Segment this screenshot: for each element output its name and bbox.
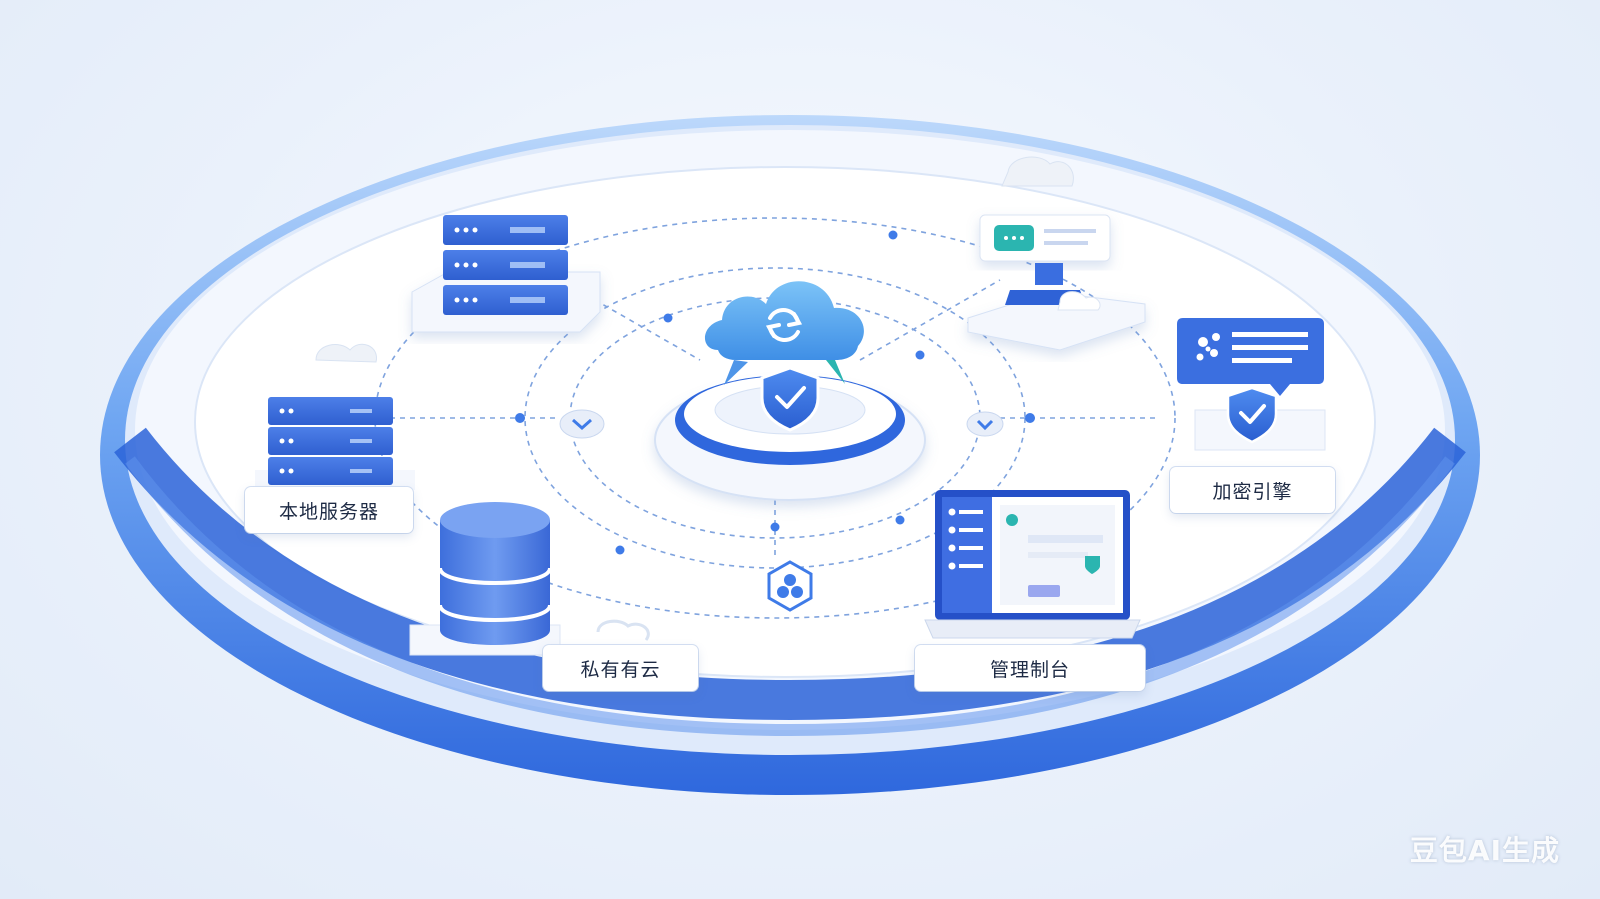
laptop-console-icon	[924, 490, 1141, 639]
chevron-down-icon	[559, 409, 605, 439]
hexagon-cluster-icon	[767, 560, 813, 612]
chevron-down-icon	[966, 411, 1004, 437]
server-rack-top	[411, 215, 601, 333]
database-icon	[409, 502, 650, 656]
monitor-chat-icon	[967, 156, 1146, 351]
local-server-icon	[255, 343, 415, 490]
central-cloud-hub	[654, 281, 926, 501]
label-encryption-engine: 加密引擎	[1170, 467, 1335, 513]
label-local-server: 本地服务器	[245, 487, 413, 533]
label-management-console: 管理制台	[915, 645, 1145, 691]
cloud-icon	[704, 281, 864, 385]
encryption-engine-icon	[1177, 318, 1326, 451]
shield-check-icon	[760, 366, 820, 432]
sync-icon	[765, 307, 803, 343]
label-private-cloud: 私有有云	[543, 645, 698, 691]
watermark: 豆包AI生成	[1409, 834, 1560, 867]
